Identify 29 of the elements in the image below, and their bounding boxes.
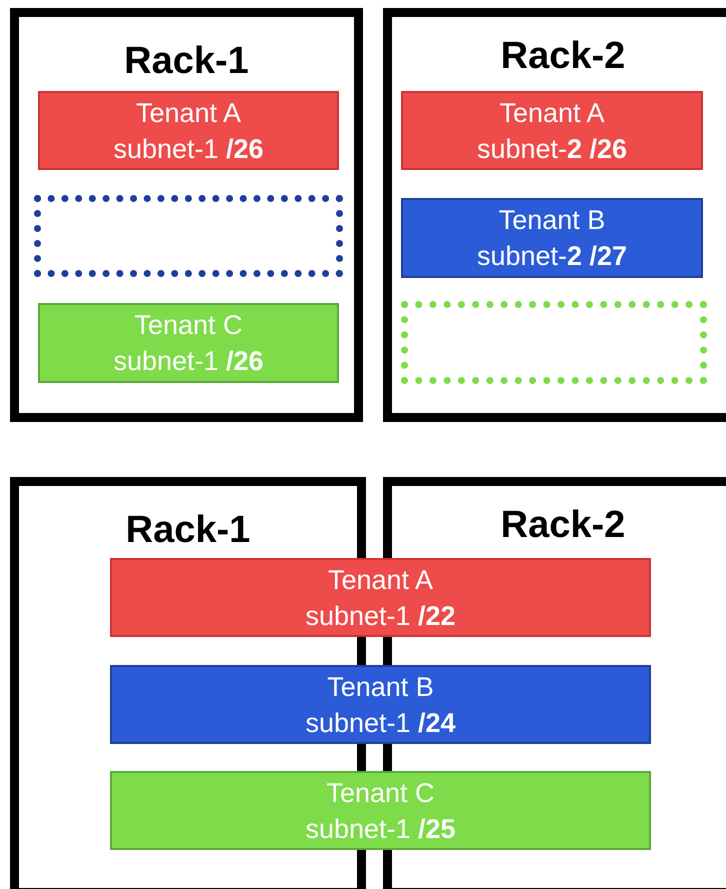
rack-frame [10,8,363,422]
tenant-subnet-bar [110,665,651,744]
subnet-label: subnet-1 /26 [113,345,264,378]
rack-title: Rack-1 [124,39,249,83]
subnet-label: subnet-2 /26 [476,132,628,166]
empty-subnet-slot [34,195,343,277]
subnet-label: subnet-1 /22 [305,600,456,632]
tenant-subnet-bar [110,771,651,850]
tenant-subnet-bar [38,91,339,170]
subnet-label: subnet-1 /24 [305,706,456,740]
rack-title: Rack-2 [500,34,626,78]
subnet-label: subnet-1 /25 [305,812,456,846]
rack-title: Rack-1 [126,508,250,552]
rack-frame [383,8,726,422]
tenant-subnet-bar [110,558,651,637]
tenant-subnet-bar [38,303,339,383]
tenant-name: Tenant A [499,96,605,130]
tenant-name: Tenant C [326,776,435,810]
tenant-name: Tenant B [327,670,434,704]
tenant-subnet-bar [401,91,703,170]
tenant-name: Tenant A [328,564,434,596]
rack-title: Rack-2 [500,503,626,547]
tenant-subnet-bar [401,198,703,278]
tenant-name: Tenant B [498,204,606,237]
tenant-name: Tenant C [134,309,243,342]
tenant-name: Tenant A [136,96,242,130]
empty-subnet-slot [401,301,707,384]
subnet-label: subnet-2 /27 [476,240,628,273]
subnet-label: subnet-1 /26 [113,132,264,166]
